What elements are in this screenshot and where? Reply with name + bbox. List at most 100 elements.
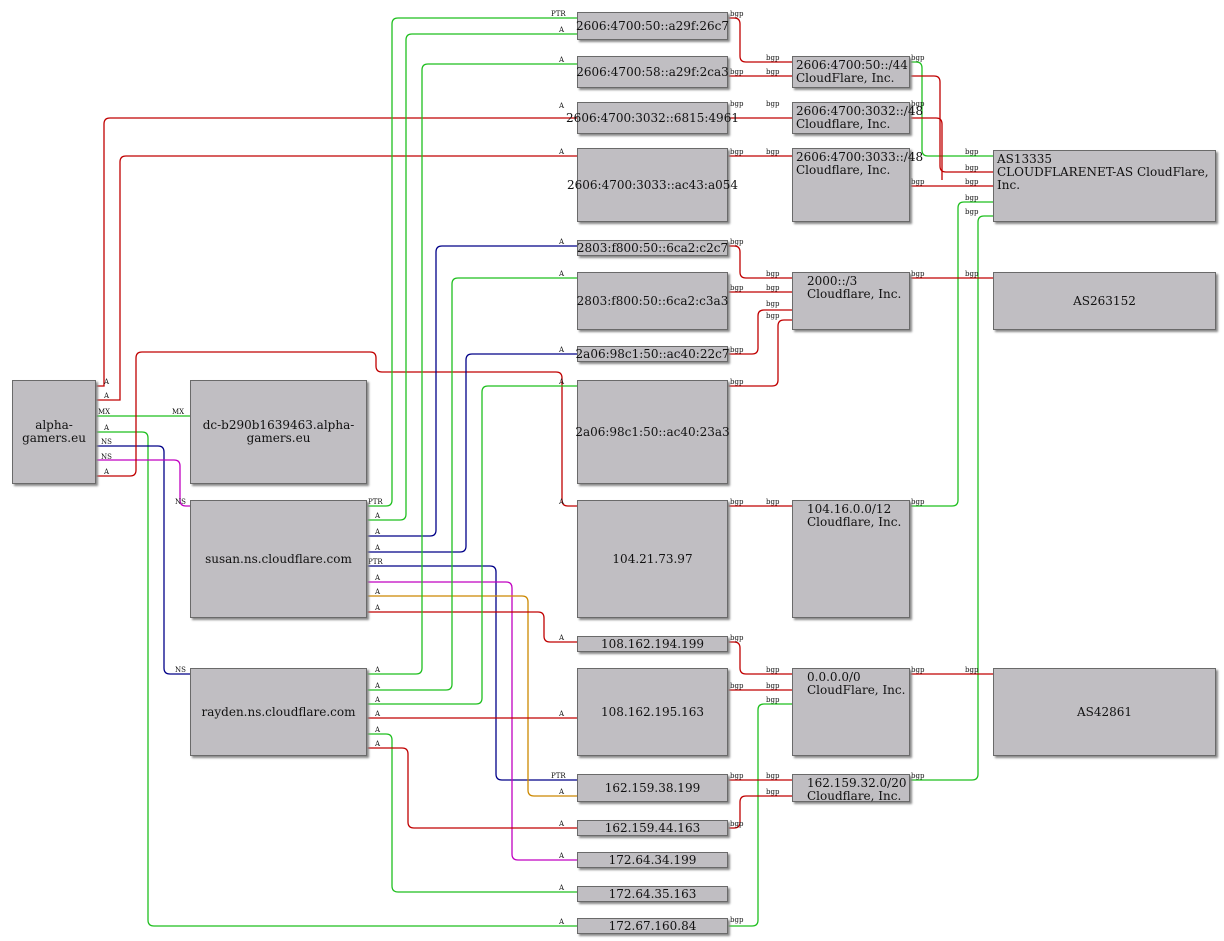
edge-label-a: A xyxy=(558,270,565,278)
edge-label-bgp: bgp xyxy=(730,916,744,924)
edge-label-a: A xyxy=(558,918,565,926)
node-prefix[interactable]: 2000::/3 Cloudflare, Inc. xyxy=(792,272,910,330)
node-alpha-gamers[interactable]: alpha-gamers.eu xyxy=(12,380,96,484)
edge-label-bgp: bgp xyxy=(965,666,979,674)
edge-label-a: A xyxy=(374,604,381,612)
edge-label-a: A xyxy=(558,852,565,860)
prefix-owner: CloudFlare, Inc. xyxy=(796,71,895,85)
node-ip[interactable]: 172.67.160.84 xyxy=(577,918,728,934)
edge-label-a: A xyxy=(374,726,381,734)
edge-label-bgp: bgp xyxy=(730,772,744,780)
prefix-range: 162.159.32.0/20 xyxy=(807,776,907,790)
node-as13335[interactable]: AS13335 CLOUDFLARENET-AS CloudFlare, Inc… xyxy=(993,150,1216,222)
node-as42861[interactable]: AS42861 xyxy=(993,668,1216,756)
edge-label-a: A xyxy=(374,696,381,704)
edge-label-bgp: bgp xyxy=(766,54,780,62)
edge-label-bgp: bgp xyxy=(766,772,780,780)
edge-label-a: A xyxy=(558,378,565,386)
prefix-range: 0.0.0.0/0 xyxy=(807,670,861,684)
edge-label-a: A xyxy=(558,102,565,110)
node-ip[interactable]: 162.159.44.163 xyxy=(577,820,728,836)
edge-label-a: A xyxy=(558,884,565,892)
edge-label-a: A xyxy=(103,392,110,400)
edge-label-bgp: bgp xyxy=(766,148,780,156)
edge-label-bgp: bgp xyxy=(965,208,979,216)
edge-label-bgp: bgp xyxy=(766,696,780,704)
edge-label-ptr: PTR xyxy=(551,772,566,780)
node-ip[interactable]: 108.162.195.163 xyxy=(577,668,728,756)
edge-label-bgp: bgp xyxy=(965,178,979,186)
node-susan-ns[interactable]: susan.ns.cloudflare.com xyxy=(190,500,367,618)
prefix-range: 2606:4700:50::/44 xyxy=(796,58,908,72)
edge-label-bgp: bgp xyxy=(730,100,744,108)
edge-label-bgp: bgp xyxy=(965,270,979,278)
edge-label-bgp: bgp xyxy=(730,68,744,76)
edge-label-ns: NS xyxy=(175,498,186,506)
edge-label-a: A xyxy=(558,238,565,246)
edge-label-bgp: bgp xyxy=(730,238,744,246)
edge-label-bgp: bgp xyxy=(766,788,780,796)
edge-label-bgp: bgp xyxy=(911,178,925,186)
edge-label-bgp: bgp xyxy=(911,270,925,278)
node-ip[interactable]: 108.162.194.199 xyxy=(577,636,728,652)
edge-label-bgp: bgp xyxy=(766,300,780,308)
edge-label-ptr: PTR xyxy=(368,558,383,566)
edge-label-a: A xyxy=(374,528,381,536)
edge-label-bgp: bgp xyxy=(911,772,925,780)
edge-label-a: A xyxy=(374,588,381,596)
edge-label-a: A xyxy=(374,682,381,690)
node-as263152[interactable]: AS263152 xyxy=(993,272,1216,330)
node-ip[interactable]: 2803:f800:50::6ca2:c2c7 xyxy=(576,240,729,256)
node-ip[interactable]: 104.21.73.97 xyxy=(577,500,728,618)
edge-label-bgp: bgp xyxy=(766,100,780,108)
prefix-range: 2606:4700:3033::/48 xyxy=(796,150,924,164)
edge-label-bgp: bgp xyxy=(766,666,780,674)
node-prefix[interactable]: 0.0.0.0/0 CloudFlare, Inc. xyxy=(792,668,910,756)
node-prefix[interactable]: 2606:4700:3033::/48 Cloudflare, Inc. xyxy=(792,148,923,222)
node-ip[interactable]: 172.64.35.163 xyxy=(577,886,728,902)
prefix-owner: Cloudflare, Inc. xyxy=(807,789,902,803)
node-dc-host[interactable]: dc-b290b1639463.alpha-gamers.eu xyxy=(190,380,367,484)
edge-label-a: A xyxy=(558,498,565,506)
node-ip[interactable]: 2606:4700:50::a29f:26c7 xyxy=(576,12,729,40)
edge-label-mx: MX xyxy=(98,408,110,416)
edge-label-bgp: bgp xyxy=(730,10,744,18)
edge-label-ns: NS xyxy=(101,453,112,461)
edge-label-a: A xyxy=(374,666,381,674)
node-ip[interactable]: 2606:4700:3032::6815:4961 xyxy=(566,102,739,134)
prefix-range: 104.16.0.0/12 xyxy=(807,502,892,516)
prefix-range: 2000::/3 xyxy=(807,274,858,288)
edge-label-a: A xyxy=(558,634,565,642)
node-ip[interactable]: 2606:4700:58::a29f:2ca3 xyxy=(576,56,729,88)
node-prefix[interactable]: 162.159.32.0/20 Cloudflare, Inc. xyxy=(792,774,910,803)
edge-label-bgp: bgp xyxy=(766,270,780,278)
node-ip[interactable]: 2a06:98c1:50::ac40:23a3 xyxy=(575,380,730,484)
node-prefix[interactable]: 2606:4700:50::/44 CloudFlare, Inc. xyxy=(792,56,910,88)
edge-label-bgp: bgp xyxy=(911,498,925,506)
node-ip[interactable]: 2606:4700:3033::ac43:a054 xyxy=(567,148,738,222)
edge-label-a: A xyxy=(374,710,381,718)
edge-label-bgp: bgp xyxy=(911,100,925,108)
edge-label-bgp: bgp xyxy=(965,194,979,202)
edge-label-ptr: PTR xyxy=(551,10,566,18)
node-ip[interactable]: 162.159.38.199 xyxy=(577,774,728,802)
node-prefix[interactable]: 104.16.0.0/12 Cloudflare, Inc. xyxy=(792,500,910,618)
node-ip[interactable]: 2a06:98c1:50::ac40:22c7 xyxy=(575,346,730,362)
as-name: CLOUDFLARENET-AS CloudFlare, Inc. xyxy=(997,165,1209,192)
node-prefix[interactable]: 2606:4700:3032::/48 Cloudflare, Inc. xyxy=(792,102,923,134)
edge-label-bgp: bgp xyxy=(730,346,744,354)
edge-label-a: A xyxy=(558,346,565,354)
edge-label-bgp: bgp xyxy=(965,164,979,172)
edge-label-bgp: bgp xyxy=(730,682,744,690)
node-rayden-ns[interactable]: rayden.ns.cloudflare.com xyxy=(190,668,367,756)
edge-label-bgp: bgp xyxy=(730,148,744,156)
edge-label-a: A xyxy=(374,512,381,520)
edge-label-group: A A MX MX A NS NS A NS NS PTR A A A A A … xyxy=(98,10,979,926)
prefix-owner: CloudFlare, Inc. xyxy=(807,683,906,697)
edge-label-a: A xyxy=(103,424,110,432)
node-ip[interactable]: 172.64.34.199 xyxy=(577,852,728,868)
prefix-range: 2606:4700:3032::/48 xyxy=(796,104,924,118)
node-ip[interactable]: 2803:f800:50::6ca2:c3a3 xyxy=(577,272,728,330)
edge-label-a: A xyxy=(558,788,565,796)
